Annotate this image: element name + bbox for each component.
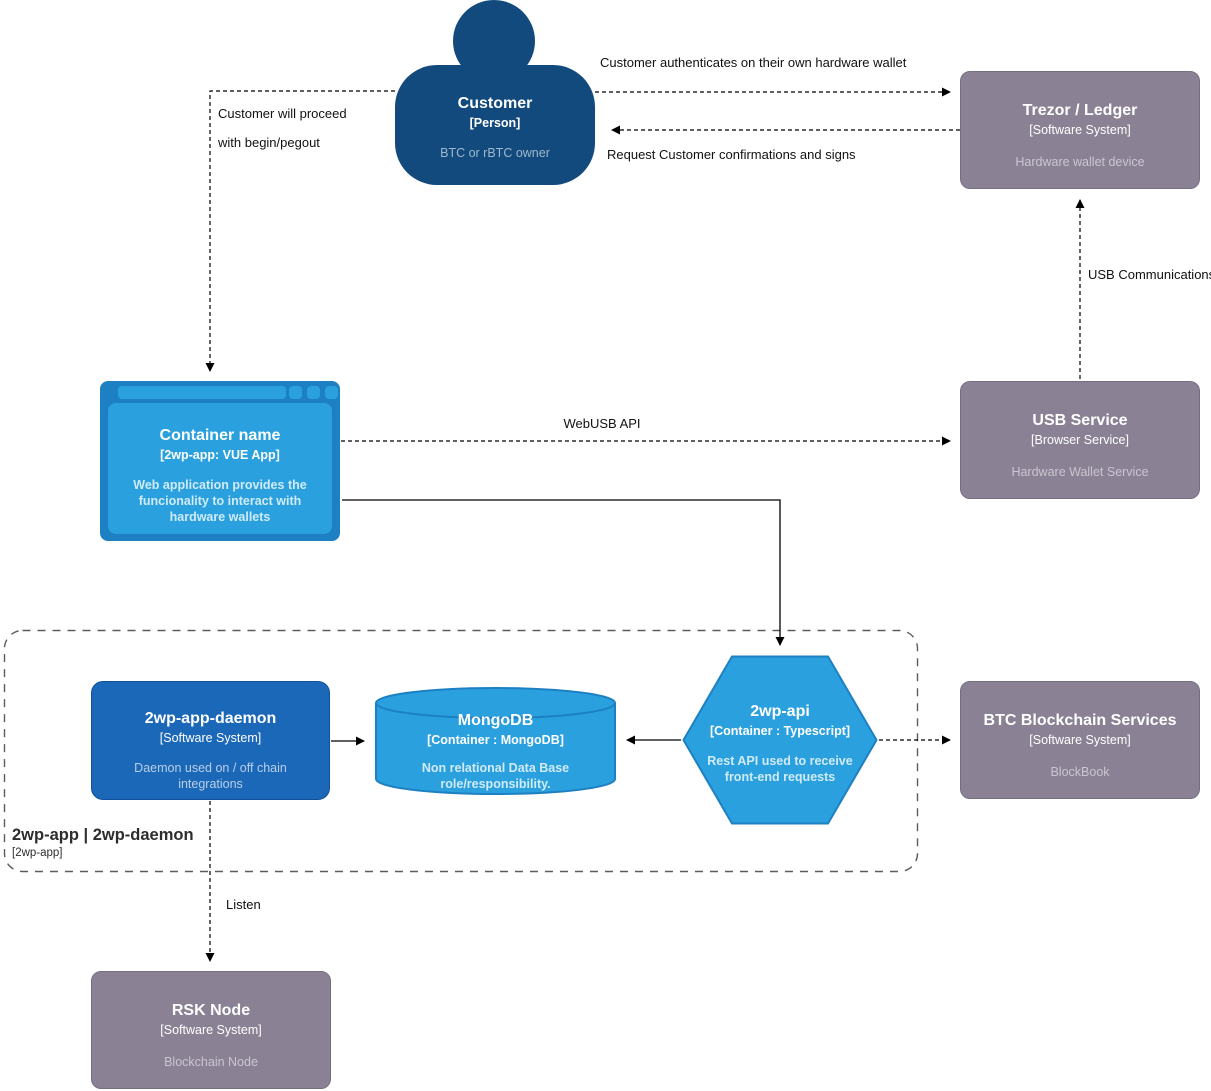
edge-label-confirmations: Request Customer confirmations and signs — [607, 147, 856, 162]
webapp-container-node[interactable]: Container name [2wp-app: VUE App] Web ap… — [100, 381, 340, 541]
edge-label-authenticates: Customer authenticates on their own hard… — [600, 55, 907, 70]
hexagon-shape-icon — [682, 655, 878, 825]
browser-content-panel: Container name [2wp-app: VUE App] Web ap… — [108, 403, 332, 534]
edge-label-usb-communications: USB Communications — [1088, 267, 1211, 282]
trezor-ledger-node[interactable]: Trezor / Ledger [Software System] Hardwa… — [960, 71, 1200, 189]
usb-title: USB Service — [1032, 412, 1128, 429]
mongo-meta: [Container : MongoDB] — [427, 733, 564, 748]
customer-desc: BTC or rBTC owner — [440, 145, 550, 160]
webapp-meta: [2wp-app: VUE App] — [160, 448, 280, 463]
browser-button-icon — [325, 386, 338, 399]
usb-meta: [Browser Service] — [1031, 433, 1129, 448]
boundary-title: 2wp-app | 2wp-daemon — [12, 826, 194, 844]
customer-meta: [Person] — [469, 116, 521, 131]
mongo-title: MongoDB — [457, 712, 534, 729]
mongo-desc: Non relational Data Base role/responsibi… — [421, 760, 570, 792]
webapp-desc: Web application provides the funcionalit… — [133, 477, 307, 525]
edge-label-webusb: WebUSB API — [563, 416, 640, 431]
api-node[interactable]: 2wp-api [Container : Typescript] Rest AP… — [682, 655, 878, 825]
edge-customer-webapp — [205, 90, 395, 372]
btc-meta: [Software System] — [1029, 733, 1131, 748]
boundary-label: 2wp-app | 2wp-daemon [2wp-app] — [12, 826, 194, 859]
browser-button-icon — [307, 386, 320, 399]
customer-title: Customer — [457, 95, 533, 112]
daemon-title: 2wp-app-daemon — [144, 710, 277, 727]
boundary-meta: [2wp-app] — [12, 847, 63, 859]
boundary-2wp-app[interactable] — [3, 629, 919, 873]
daemon-meta: [Software System] — [159, 731, 262, 746]
btc-desc: BlockBook — [1050, 764, 1110, 779]
rsk-node[interactable]: RSK Node [Software System] Blockchain No… — [91, 971, 331, 1089]
mongodb-node[interactable]: MongoDB [Container : MongoDB] Non relati… — [374, 686, 617, 796]
daemon-node[interactable]: 2wp-app-daemon [Software System] Daemon … — [91, 681, 330, 800]
daemon-desc: Daemon used on / off chain integrations — [134, 760, 287, 792]
api-meta: [Container : Typescript] — [709, 724, 851, 739]
rsk-title: RSK Node — [171, 1002, 251, 1019]
database-cylinder-icon — [375, 687, 616, 795]
usb-desc: Hardware Wallet Service — [1011, 464, 1149, 479]
browser-button-icon — [289, 386, 302, 399]
edge-label-proceed-line1: Customer will proceed — [218, 106, 347, 121]
edge-label-listen: Listen — [226, 897, 261, 912]
webapp-title: Container name — [159, 427, 281, 444]
api-title: 2wp-api — [750, 703, 810, 720]
rsk-meta: [Software System] — [160, 1023, 262, 1038]
edge-webapp-api — [342, 499, 785, 646]
trezor-title: Trezor / Ledger — [1022, 102, 1138, 119]
trezor-meta: [Software System] — [1029, 123, 1131, 138]
customer-person-node[interactable]: Customer [Person] BTC or rBTC owner — [395, 65, 595, 185]
btc-title: BTC Blockchain Services — [983, 712, 1177, 729]
usb-service-node[interactable]: USB Service [Browser Service] Hardware W… — [960, 381, 1200, 499]
browser-address-bar — [118, 386, 286, 399]
edge-label-proceed-line2: with begin/pegout — [217, 135, 320, 150]
api-desc: Rest API used to receive front-end reque… — [707, 753, 853, 785]
btc-blockchain-node[interactable]: BTC Blockchain Services [Software System… — [960, 681, 1200, 799]
trezor-desc: Hardware wallet device — [1015, 154, 1145, 169]
rsk-desc: Blockchain Node — [164, 1054, 258, 1069]
